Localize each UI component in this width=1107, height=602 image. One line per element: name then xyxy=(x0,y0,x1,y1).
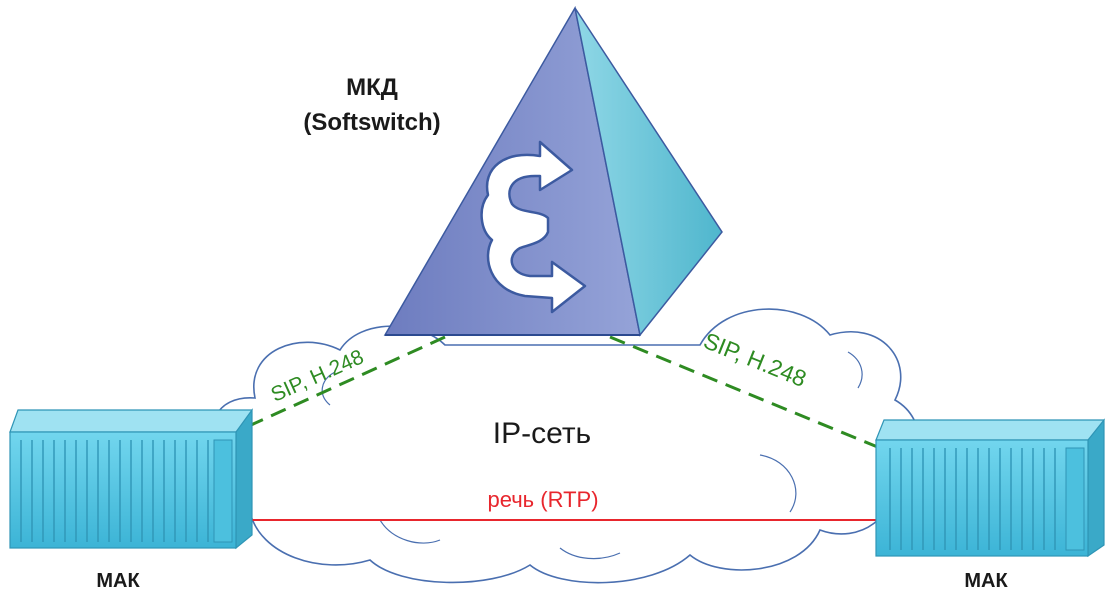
softswitch-title: МКД xyxy=(346,74,398,101)
gateway-left xyxy=(9,408,253,550)
gateway-left-label: МАК xyxy=(96,570,140,592)
ip-network-label: IP-сеть xyxy=(493,417,591,450)
signaling-line-left xyxy=(239,335,446,432)
gateway-right xyxy=(875,418,1105,558)
ip-network-cloud xyxy=(210,308,920,584)
switching-arrows-icon xyxy=(480,140,587,314)
softswitch-subtitle: (Softswitch) xyxy=(303,109,440,136)
media-label: речь (RTP) xyxy=(487,487,598,512)
gateway-right-label: МАК xyxy=(964,570,1008,592)
